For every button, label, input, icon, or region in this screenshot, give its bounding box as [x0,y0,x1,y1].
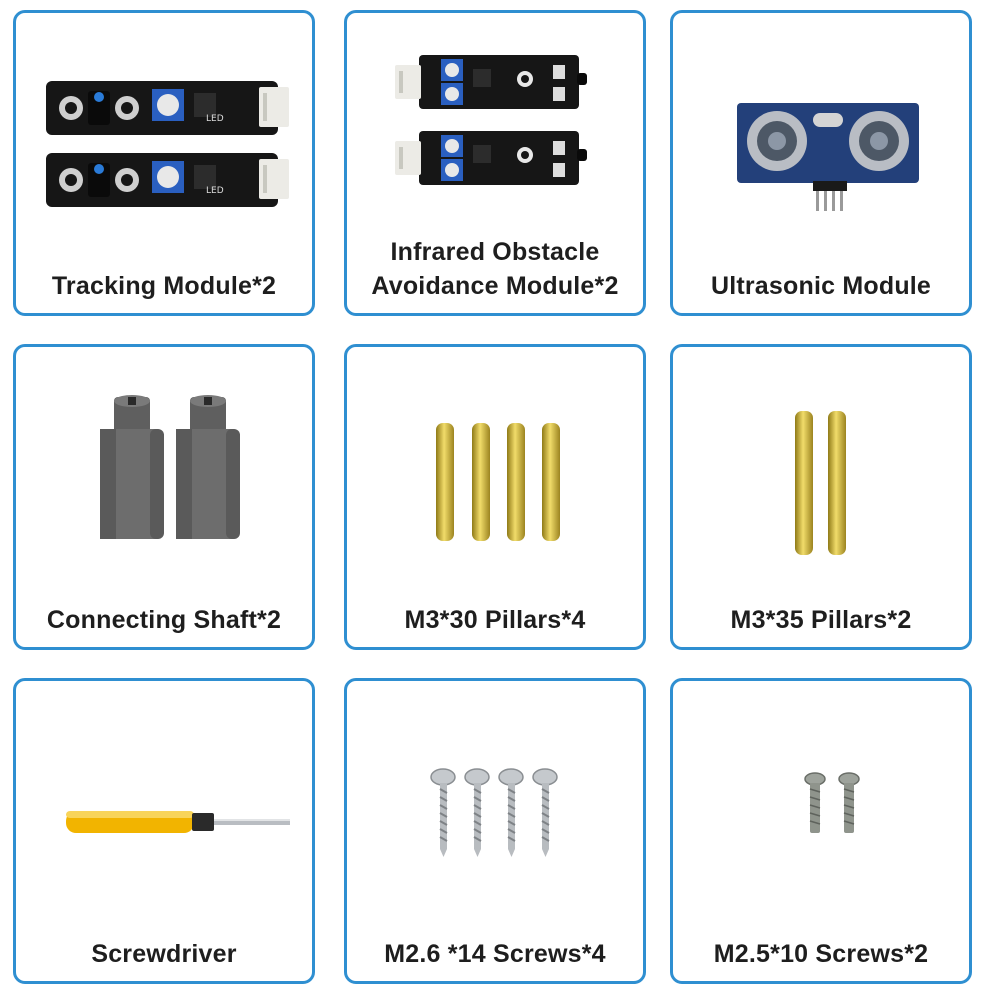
item-label: Ultrasonic Module [710,272,932,300]
item-label: M3*30 Pillars*4 [404,606,586,634]
m3-30-pillars-image [436,423,560,541]
item-label: Infrared Obstacle Avoidance Module*2 [371,238,619,300]
item-card-ultrasonic-module: Ultrasonic Module [670,10,972,316]
item-label: Connecting Shaft*2 [46,606,282,634]
ultrasonic-module-image [737,103,919,211]
item-card-m2-6-14-screws: M2.6 *14 Screws*4 [344,678,646,984]
item-label: M2.6 *14 Screws*4 [384,940,606,968]
screwdriver-image [66,811,290,833]
tracking-module-image: LED [46,81,289,207]
item-label: M3*35 Pillars*2 [730,606,912,634]
item-card-m3-30-pillars: M3*30 Pillars*4 [344,344,646,650]
item-label: Screwdriver [91,940,237,968]
item-label: Tracking Module*2 [51,272,277,300]
item-card-screwdriver: Screwdriver [13,678,315,984]
item-card-m2-5-10-screws: M2.5*10 Screws*2 [670,678,972,984]
infrared-obstacle-module-image [395,55,587,185]
item-card-connecting-shaft: Connecting Shaft*2 [13,344,315,650]
m3-35-pillars-image [795,411,846,555]
connecting-shaft-image [100,395,240,539]
item-card-m3-35-pillars: M3*35 Pillars*2 [670,344,972,650]
m2-5-10-screws-image [804,772,860,834]
item-card-infrared-obstacle-module: Infrared Obstacle Avoidance Module*2 [344,10,646,316]
svg-text:LED: LED [206,114,224,124]
item-card-tracking-module: LED Tracking Module*2 [13,10,315,316]
item-label: M2.5*10 Screws*2 [713,940,929,968]
m2-6-14-screws-image [430,768,558,858]
